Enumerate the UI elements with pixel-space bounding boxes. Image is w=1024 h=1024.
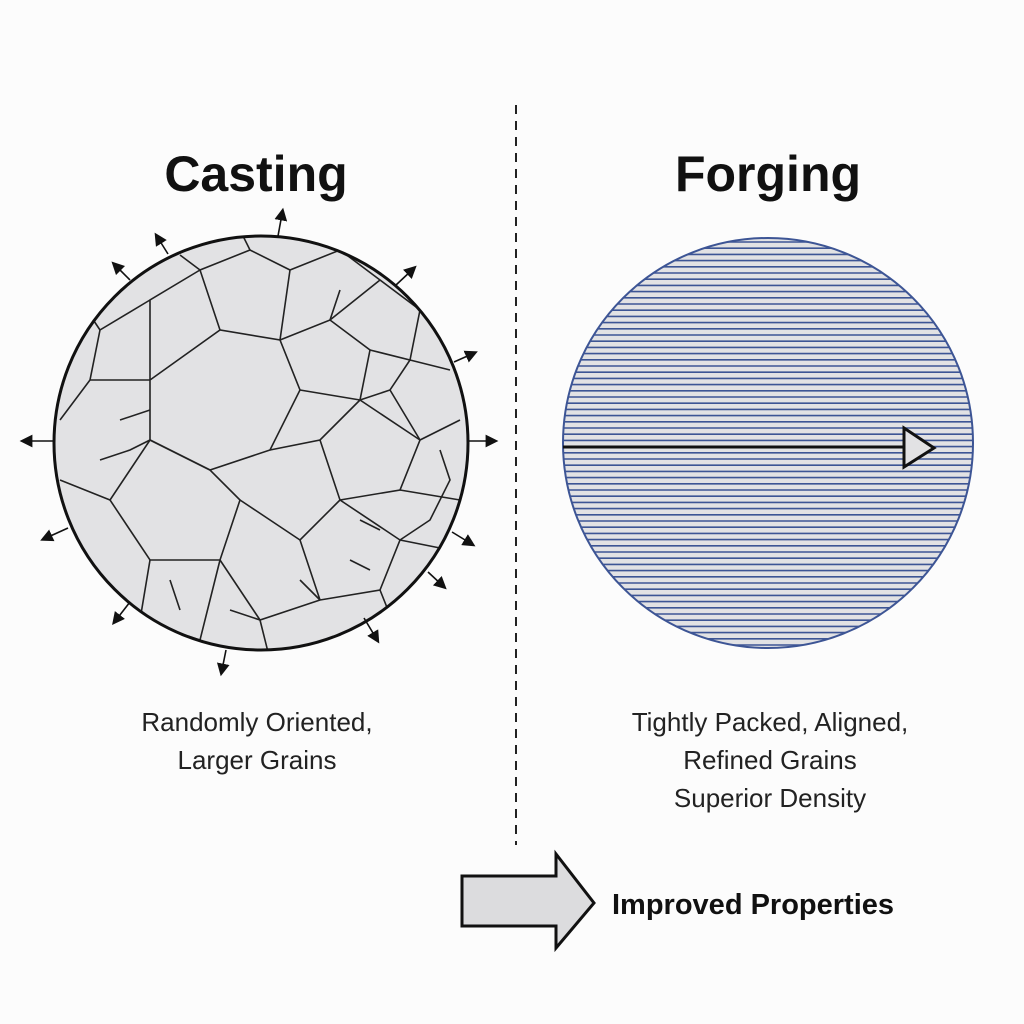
- forging-caption-line1: Tightly Packed, Aligned,: [631, 707, 909, 737]
- casting-caption: Randomly Oriented, Larger Grains: [47, 703, 467, 779]
- grain-flow-arrowhead: [902, 425, 937, 470]
- casting-caption-line2: Larger Grains: [177, 745, 337, 775]
- forging-title: Forging: [674, 146, 862, 202]
- forging-grain-circle: [562, 237, 974, 649]
- improved-properties-label: Improved Properties: [612, 889, 895, 921]
- forging-caption: Tightly Packed, Aligned, Refined Grains …: [560, 703, 980, 817]
- forging-caption-line3: Superior Density: [673, 783, 867, 813]
- outward-arrows: [19, 207, 499, 677]
- forging-caption-line2: Refined Grains: [683, 745, 857, 775]
- casting-title: Casting: [164, 146, 348, 202]
- casting-grain-circle: [19, 207, 499, 677]
- casting-caption-line1: Randomly Oriented,: [141, 707, 373, 737]
- improvement-arrow-icon: [460, 849, 596, 953]
